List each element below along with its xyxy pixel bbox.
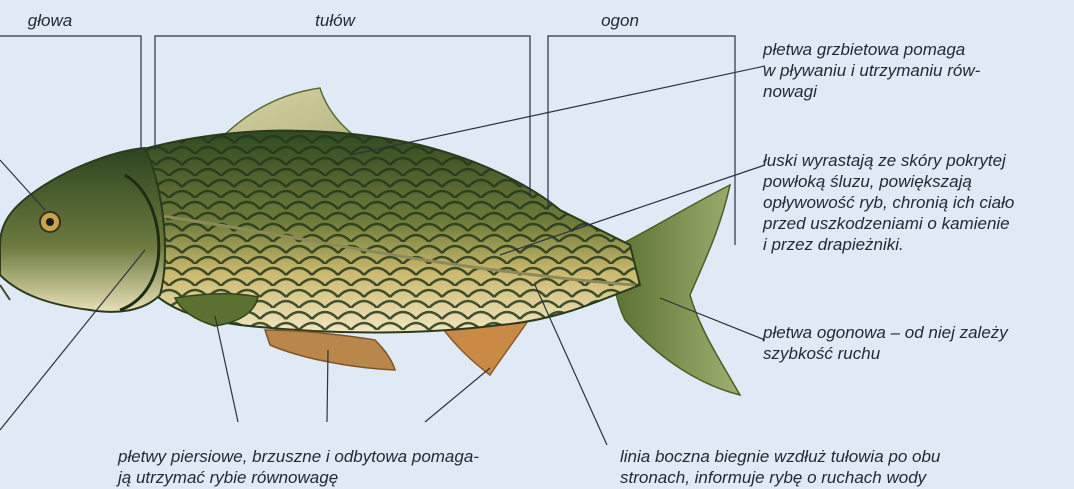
- label-head: głowa: [15, 10, 85, 31]
- annotation-paired-fins: płetwy piersiowe, brzuszne i odbytowa po…: [118, 446, 558, 488]
- pelvic-fin: [265, 330, 395, 370]
- label-tail: ogon: [585, 10, 655, 31]
- annotation-tail-fin: płetwa ogonowa – od niej zależy szybkość…: [763, 322, 1068, 364]
- annotation-lateral-line: linia boczna biegnie wzdłuż tułowia po o…: [620, 446, 1065, 488]
- annotation-scales: łuski wyrastają ze skóry pokrytej powłok…: [763, 150, 1068, 255]
- fish-head: [0, 148, 165, 312]
- mouth-barbel: [0, 285, 10, 300]
- annotation-dorsal-fin: płetwa grzbietowa pomaga w pływaniu i ut…: [763, 39, 1063, 102]
- label-body: tułów: [300, 10, 370, 31]
